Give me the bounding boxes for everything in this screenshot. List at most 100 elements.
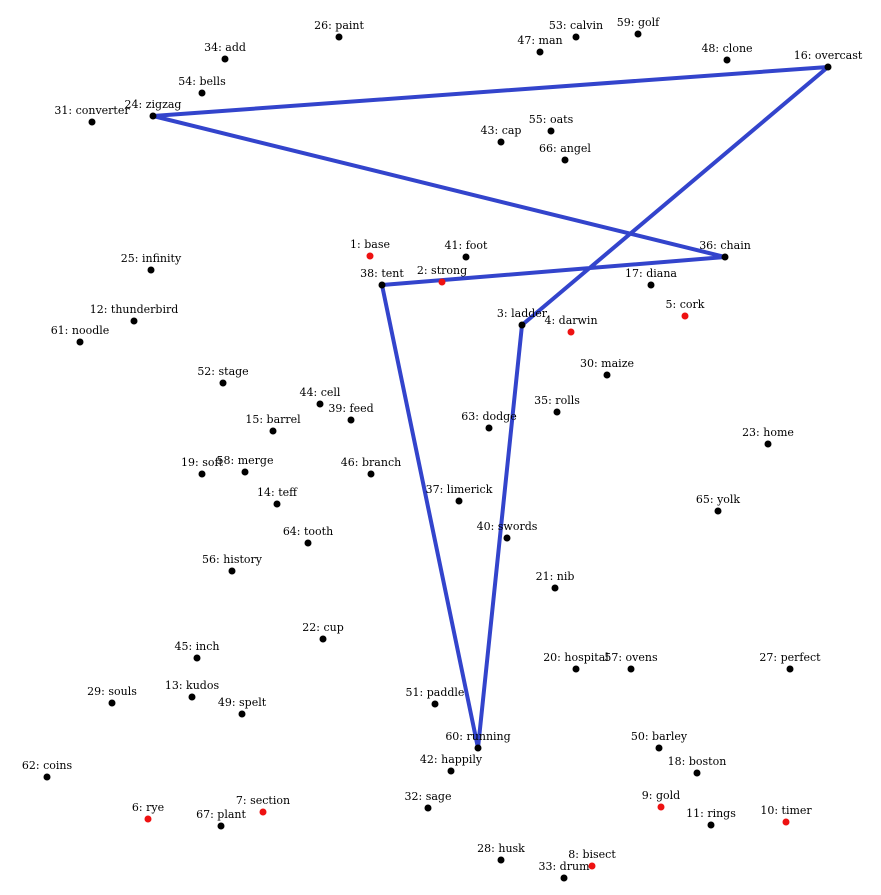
point-20 [572,665,580,673]
point-label-8: 8: bisect [568,848,616,861]
point-56 [228,567,236,575]
point-label-54: 54: bells [178,75,226,88]
point-10 [782,818,790,826]
point-41 [462,253,470,261]
point-51 [431,700,439,708]
point-54 [198,89,206,97]
point-39 [347,416,355,424]
point-27 [786,665,794,673]
point-47 [536,48,544,56]
point-label-50: 50: barley [631,730,688,743]
point-5 [681,312,689,320]
point-6 [144,815,152,823]
point-label-43: 43: cap [481,124,522,137]
point-19 [198,470,206,478]
point-29 [108,699,116,707]
point-43 [497,138,505,146]
point-2 [438,278,446,286]
point-label-33: 33: drum [538,860,590,873]
point-22 [319,635,327,643]
point-label-3: 3: ladder [497,307,548,320]
point-61 [76,338,84,346]
point-58 [241,468,249,476]
point-45 [193,654,201,662]
point-label-17: 17: diana [625,267,677,280]
point-67 [217,822,225,830]
point-label-18: 18: boston [668,755,727,768]
point-62 [43,773,51,781]
point-38 [378,281,386,289]
point-66 [561,156,569,164]
point-7 [259,808,267,816]
point-31 [88,118,96,126]
point-label-30: 30: maize [580,357,634,370]
point-36 [721,253,729,261]
point-label-35: 35: rolls [534,394,580,407]
point-9 [657,803,665,811]
point-label-64: 64: tooth [283,525,333,538]
point-21 [551,584,559,592]
point-55 [547,127,555,135]
point-label-21: 21: nib [536,570,575,583]
point-label-10: 10: timer [760,804,812,817]
point-label-9: 9: gold [642,789,680,802]
point-label-63: 63: dodge [461,410,516,423]
point-12 [130,317,138,325]
point-33 [560,874,568,882]
point-40 [503,534,511,542]
point-label-15: 15: barrel [245,413,301,426]
point-label-58: 58: merge [217,454,274,467]
point-25 [147,266,155,274]
point-label-19: 19: soft [181,456,224,469]
point-label-41: 41: foot [445,239,489,252]
point-label-26: 26: paint [314,19,364,32]
point-65 [714,507,722,515]
point-label-36: 36: chain [699,239,751,252]
point-label-25: 25: infinity [121,252,182,265]
point-label-55: 55: oats [529,113,574,126]
point-16 [824,63,832,71]
point-label-20: 20: hospital [543,651,609,664]
point-label-67: 67: plant [196,808,246,821]
point-label-24: 24: zigzag [125,98,182,111]
point-53 [572,33,580,41]
point-label-6: 6: rye [132,801,164,814]
point-34 [221,55,229,63]
point-label-38: 38: tent [360,267,404,280]
point-label-7: 7: section [236,794,290,807]
point-label-23: 23: home [742,426,794,439]
point-label-46: 46: branch [341,456,401,469]
point-14 [273,500,281,508]
point-label-28: 28: husk [477,842,525,855]
point-label-13: 13: kudos [165,679,220,692]
point-label-22: 22: cup [302,621,344,634]
point-32 [424,804,432,812]
point-label-59: 59: golf [617,16,660,29]
point-label-11: 11: rings [686,807,736,820]
point-label-66: 66: angel [539,142,591,155]
point-label-37: 37: limerick [426,483,493,496]
point-label-51: 51: paddle [406,686,465,699]
point-label-47: 47: man [517,34,562,47]
point-label-31: 31: converter [54,104,130,117]
point-label-39: 39: feed [328,402,373,415]
point-label-16: 16: overcast [794,49,863,62]
point-46 [367,470,375,478]
point-17 [647,281,655,289]
point-60 [474,744,482,752]
point-35 [553,408,561,416]
point-label-62: 62: coins [22,759,73,772]
point-48 [723,56,731,64]
point-8 [588,862,596,870]
point-23 [764,440,772,448]
point-64 [304,539,312,547]
point-label-1: 1: base [350,238,390,251]
point-50 [655,744,663,752]
point-label-45: 45: inch [174,640,219,653]
point-label-40: 40: swords [477,520,538,533]
point-label-14: 14: teff [257,486,298,499]
point-24 [149,112,157,120]
